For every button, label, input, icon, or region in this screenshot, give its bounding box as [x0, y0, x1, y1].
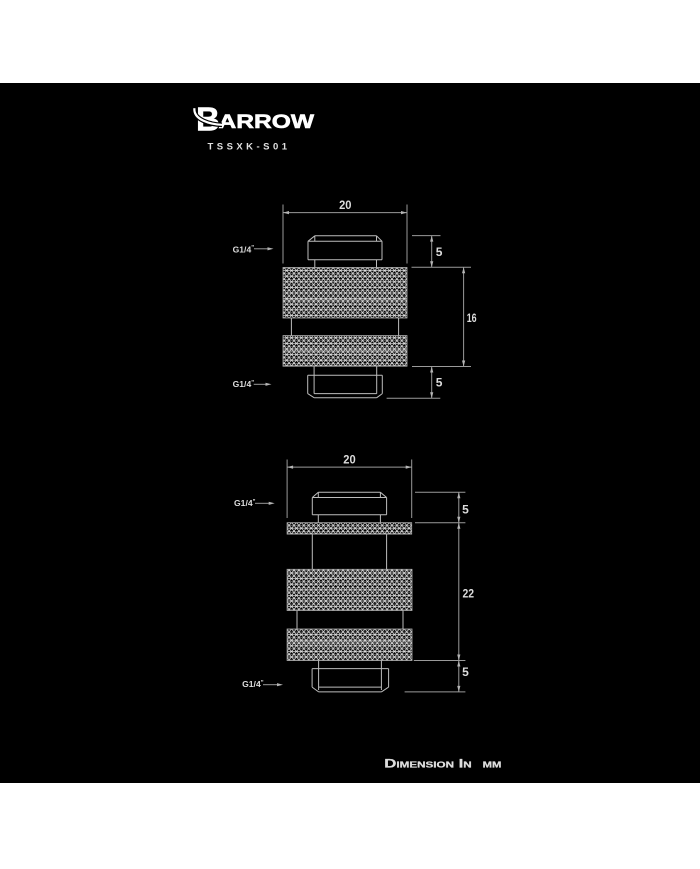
- svg-text:22: 22: [463, 587, 475, 601]
- svg-text:G1/4": G1/4": [233, 244, 255, 254]
- svg-text:ARROW: ARROW: [219, 110, 315, 132]
- svg-text:20: 20: [343, 455, 355, 467]
- svg-text:G1/4": G1/4": [234, 498, 256, 508]
- svg-text:5: 5: [436, 376, 443, 390]
- svg-text:20: 20: [339, 200, 351, 212]
- svg-text:16: 16: [467, 311, 477, 325]
- svg-text:TSSXK-S01: TSSXK-S01: [208, 141, 288, 152]
- svg-text:Dimension In: Dimension In: [384, 759, 472, 771]
- svg-text:5: 5: [462, 502, 469, 516]
- svg-text:mm: mm: [483, 759, 502, 771]
- svg-text:5: 5: [462, 665, 469, 679]
- svg-text:G1/4": G1/4": [242, 679, 264, 689]
- svg-text:5: 5: [436, 245, 443, 259]
- svg-text:G1/4": G1/4": [233, 379, 255, 389]
